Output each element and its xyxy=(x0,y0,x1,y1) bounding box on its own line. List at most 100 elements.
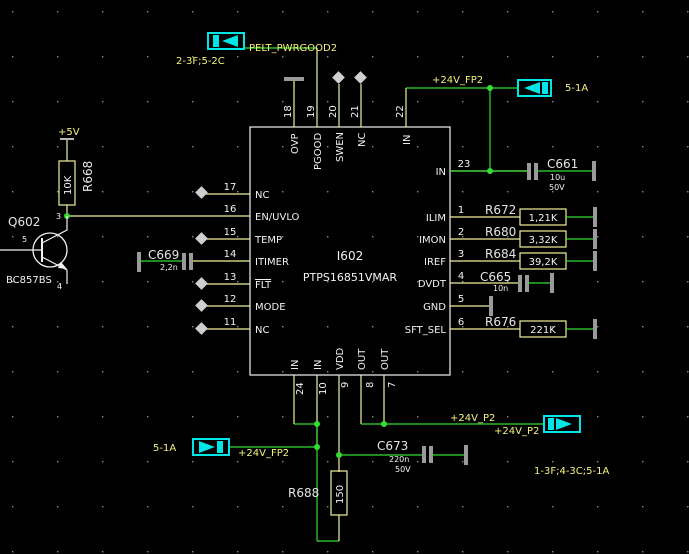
pin-name-itimer: ITIMER xyxy=(255,257,289,268)
grid-dot xyxy=(147,146,149,148)
xref-p2: 1-3F;4-3C;5-1A xyxy=(534,466,609,477)
pin-num-11: 11 xyxy=(224,317,237,328)
resistor-r688[interactable]: 150 R688 xyxy=(288,447,348,542)
grid-dot xyxy=(597,281,599,283)
grid-dot xyxy=(102,506,104,508)
nc-marker xyxy=(195,299,208,312)
nc-marker xyxy=(195,186,208,199)
grid-dot xyxy=(102,236,104,238)
grid-dot xyxy=(282,191,284,193)
resistor-r672[interactable]: 1,21K R672 xyxy=(485,203,597,227)
grid-dot xyxy=(642,281,644,283)
grid-dot xyxy=(462,11,464,13)
pin-num-6: 6 xyxy=(458,317,464,328)
capacitor-c673[interactable]: C673 220n 50V xyxy=(336,439,468,474)
grid-dot xyxy=(687,281,689,283)
grid-dot xyxy=(57,101,59,103)
grid-dot xyxy=(57,236,59,238)
grid-dot xyxy=(102,56,104,58)
grid-dot xyxy=(507,101,509,103)
grid-dot xyxy=(57,146,59,148)
pin-name-gnd: GND xyxy=(423,302,446,313)
grid-dot xyxy=(282,101,284,103)
grid-dot xyxy=(192,551,194,553)
pin-name-out-8: OUT xyxy=(357,348,368,370)
grid-dot xyxy=(687,56,689,58)
resistor-r680[interactable]: 3,32K R680 xyxy=(485,225,597,249)
net-flag-24v-fp2-left[interactable]: 5-1A +24V_FP2 xyxy=(153,421,320,459)
grid-dot xyxy=(57,56,59,58)
grid-dot xyxy=(282,416,284,418)
grid-dot xyxy=(12,416,14,418)
grid-dot xyxy=(327,416,329,418)
grid-dot xyxy=(327,461,329,463)
pin-num-15: 15 xyxy=(224,227,237,238)
grid xyxy=(12,11,689,553)
r672-ref: R672 xyxy=(485,203,516,217)
pin-num-5: 5 xyxy=(458,294,464,305)
grid-dot xyxy=(282,551,284,553)
grid-dot xyxy=(597,56,599,58)
grid-dot xyxy=(282,11,284,13)
grid-dot xyxy=(417,416,419,418)
resistor-r668[interactable]: 10K R668 xyxy=(58,140,95,219)
pin-num-16: 16 xyxy=(224,204,237,215)
c665-value: 10n xyxy=(493,284,508,293)
net-flag-24v-fp2-top[interactable]: +24V_FP2 5-1A xyxy=(406,75,588,171)
transistor-q602[interactable]: Q602 BC857BS 3 5 4 xyxy=(0,212,68,291)
r680-ref: R680 xyxy=(485,225,516,239)
ic-i602[interactable]: I602 PTPS16851VMAR xyxy=(249,126,451,376)
grid-dot xyxy=(462,236,464,238)
grid-dot xyxy=(327,326,329,328)
net-flag-pelt-pwrgood[interactable]: PELT_PWRGOOD2 2-3F;5-2C xyxy=(176,32,337,67)
capacitor-c665[interactable]: C665 10n xyxy=(480,270,554,293)
pin-num-22: 22 xyxy=(395,105,406,118)
grid-dot xyxy=(687,191,689,193)
pin-num-9: 9 xyxy=(340,382,351,388)
grid-dot xyxy=(327,506,329,508)
pin-num-7: 7 xyxy=(387,382,398,388)
capacitor-c669[interactable]: C669 2,2n xyxy=(137,248,193,272)
grid-dot xyxy=(597,11,599,13)
grid-dot xyxy=(282,236,284,238)
pin-name-ovp: OVP xyxy=(290,133,301,154)
grid-dot xyxy=(417,506,419,508)
net-flag-24v-p2[interactable]: +24V_P2 +24V_P2 1-3F;4-3C;5-1A xyxy=(361,413,609,477)
net-label-24v-fp2-left: +24V_FP2 xyxy=(238,448,289,459)
pin-num-8: 8 xyxy=(365,382,376,388)
grid-dot xyxy=(372,101,374,103)
r676-ref: R676 xyxy=(485,315,516,329)
r680-value: 3,32K xyxy=(529,235,558,246)
grid-dot xyxy=(12,191,14,193)
grid-dot xyxy=(147,101,149,103)
grid-dot xyxy=(462,191,464,193)
grid-dot xyxy=(237,461,239,463)
resistor-r684[interactable]: 39,2K R684 xyxy=(485,247,597,271)
pin-num-13: 13 xyxy=(224,272,237,283)
grid-dot xyxy=(507,461,509,463)
grid-dot xyxy=(507,56,509,58)
capacitor-c661[interactable]: C661 10u 50V xyxy=(450,157,596,192)
grid-dot xyxy=(462,416,464,418)
grid-dot xyxy=(237,506,239,508)
resistor-r676[interactable]: 221K R676 xyxy=(485,315,597,339)
grid-dot xyxy=(642,506,644,508)
pin-num-12: 12 xyxy=(224,294,237,305)
grid-dot xyxy=(57,551,59,553)
q602-pin-collector: 3 xyxy=(56,212,61,221)
ic-ref: I602 xyxy=(337,249,363,263)
pin-name-in-23: IN xyxy=(436,167,446,178)
grid-dot xyxy=(417,101,419,103)
grid-dot xyxy=(462,101,464,103)
grid-dot xyxy=(642,56,644,58)
grid-dot xyxy=(147,281,149,283)
grid-dot xyxy=(192,371,194,373)
pin-name-nc-21: NC xyxy=(357,133,368,147)
grid-dot xyxy=(642,416,644,418)
grid-dot xyxy=(372,416,374,418)
grid-dot xyxy=(57,281,59,283)
grid-dot xyxy=(12,551,14,553)
nc-marker xyxy=(354,71,367,84)
supply-5v-label: +5V xyxy=(58,127,80,138)
grid-dot xyxy=(687,101,689,103)
